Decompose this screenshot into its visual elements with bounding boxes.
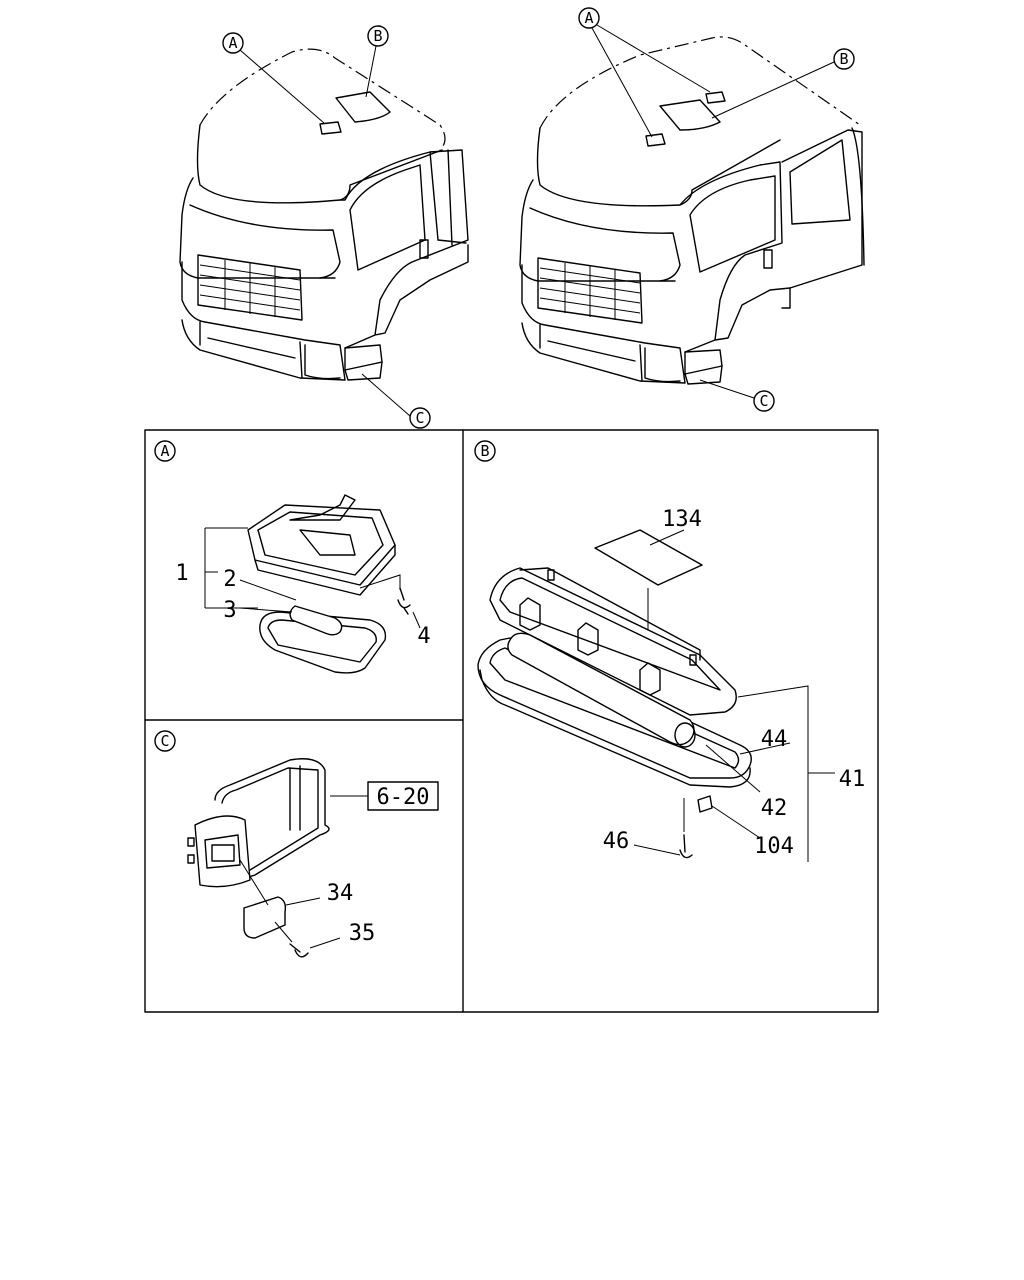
- svg-text:A: A: [228, 34, 237, 52]
- svg-text:C: C: [415, 409, 424, 427]
- screw-4: [397, 587, 411, 615]
- part-label-35: 35: [349, 921, 376, 946]
- panel-b-callout: [474, 440, 496, 462]
- callout-a-right: A: [578, 7, 711, 138]
- part-label-3: 3: [223, 598, 236, 623]
- bulb: [289, 605, 343, 636]
- side-lamp-body: [194, 815, 251, 888]
- panel-b: B 134 44 41 42 46 104: [474, 440, 866, 862]
- part-label-1: 1: [175, 561, 188, 586]
- callout-b-right: B: [711, 48, 855, 119]
- panel-a-title: A: [160, 442, 169, 460]
- part-label-4: 4: [417, 624, 430, 649]
- panel-c-callout: [154, 730, 176, 752]
- screw-46: [679, 834, 693, 859]
- callout-c-left: C: [361, 373, 431, 429]
- part-label-6-20: 6-20: [377, 785, 430, 810]
- part-label-46: 46: [603, 829, 630, 854]
- part-label-42: 42: [761, 796, 788, 821]
- svg-text:B: B: [373, 27, 382, 45]
- room-lamp-housing: [489, 567, 737, 716]
- reference-box: [367, 781, 439, 811]
- svg-text:B: B: [839, 50, 848, 68]
- fluorescent-tube: [507, 632, 695, 746]
- svg-text:C: C: [759, 392, 768, 410]
- cab-right: [519, 36, 865, 385]
- part-label-34: 34: [327, 881, 354, 906]
- part-label-134: 134: [662, 507, 702, 532]
- panel-c: C 6-20 34 35: [154, 730, 439, 958]
- panel-a: A 1 2 3 4: [154, 440, 431, 674]
- callout-a-left: A: [222, 32, 325, 124]
- callout-b-left: B: [365, 25, 389, 98]
- part-label-104: 104: [754, 834, 794, 859]
- cab-left: [179, 48, 469, 381]
- side-lamp-lens: [243, 896, 287, 939]
- screw-35: [289, 943, 309, 958]
- panel-b-title: B: [480, 442, 489, 460]
- part-label-41: 41: [839, 767, 866, 792]
- part-label-2: 2: [223, 567, 236, 592]
- svg-text:A: A: [584, 9, 593, 27]
- part-label-44: 44: [761, 727, 788, 752]
- panel-c-title: C: [160, 732, 169, 750]
- label-sheet: [594, 529, 703, 586]
- callout-c-right: C: [699, 379, 775, 412]
- detail-frame: [144, 429, 879, 1013]
- pad: [697, 795, 713, 813]
- panel-a-callout: [154, 440, 176, 462]
